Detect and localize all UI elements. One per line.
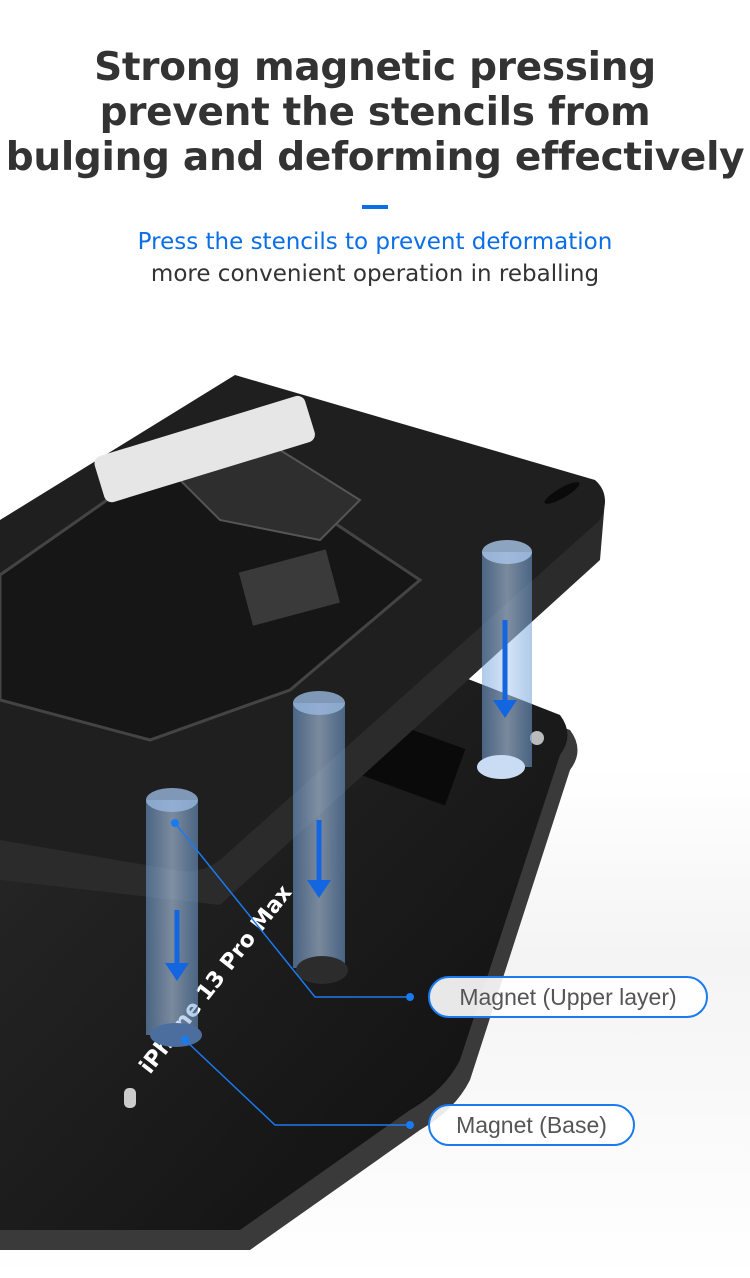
headline-line: bulging and deforming effectively <box>5 135 745 180</box>
callout-line-upper <box>171 819 414 1001</box>
headline-line: prevent the stencils from <box>99 90 651 135</box>
callout-line-base <box>181 1036 414 1129</box>
magnet-upper-right <box>477 540 532 779</box>
subtitle-highlight: Press the stencils to prevent deformatio… <box>137 229 613 255</box>
magnet-upper-left <box>146 788 202 1047</box>
callout-magnet-upper-layer: Magnet (Upper layer) <box>428 976 708 1018</box>
subtitle-detail: more convenient operation in reballing <box>150 261 600 287</box>
magnet-upper-center <box>293 691 348 984</box>
headline: Strong magnetic pressing prevent the ste… <box>0 45 750 180</box>
callout-magnet-base: Magnet (Base) <box>428 1104 635 1146</box>
accent-divider <box>362 205 388 209</box>
headline-line: Strong magnetic pressing <box>94 45 656 90</box>
